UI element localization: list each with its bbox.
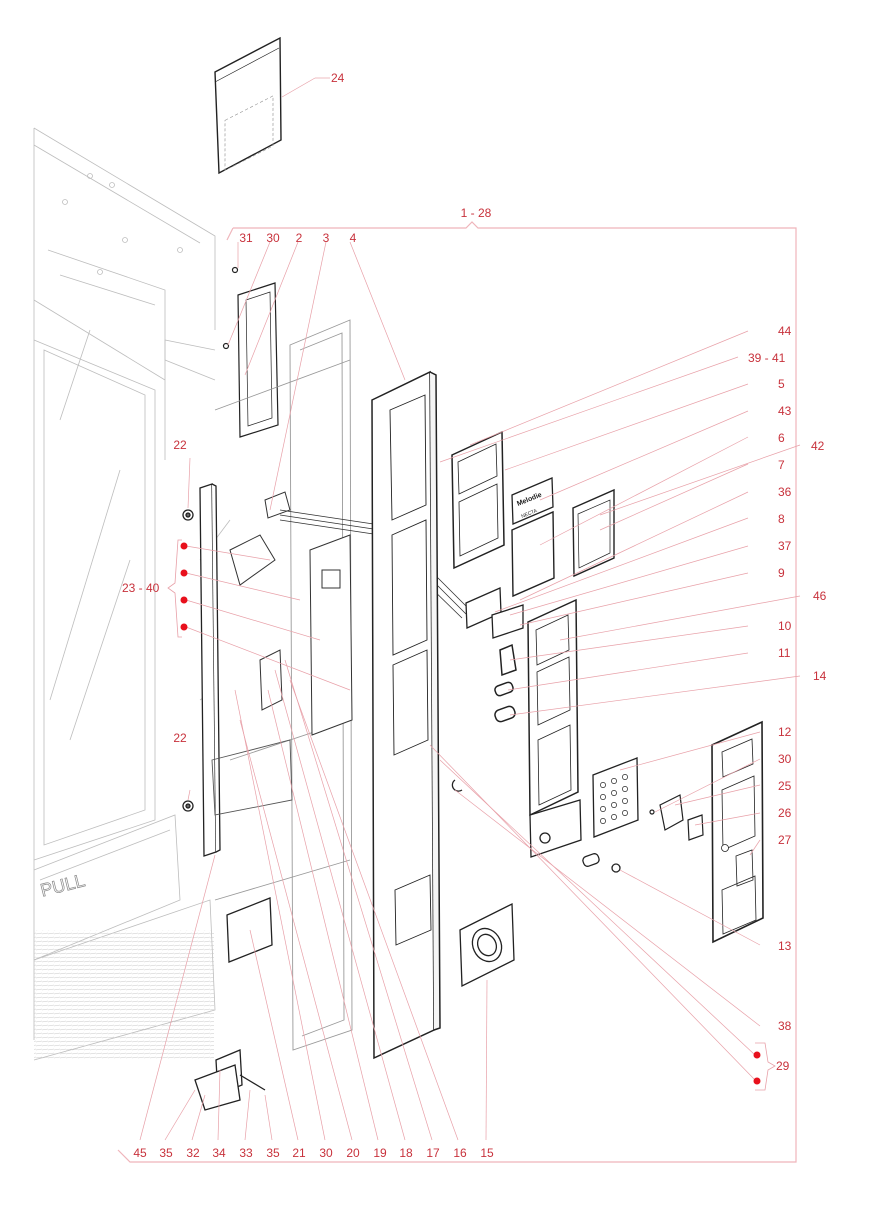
callout-5: 5: [778, 377, 785, 391]
callout-29: 29: [776, 1059, 790, 1073]
callout-30-bottom: 30: [319, 1146, 333, 1160]
callout-22-top: 22: [173, 438, 187, 452]
callout-11: 11: [778, 646, 791, 660]
top-bracket: [222, 266, 279, 438]
machine-cabinet-ghost: [33, 127, 231, 1061]
callout-39-41: 39 - 41: [748, 351, 786, 365]
callout-17: 17: [426, 1146, 440, 1160]
keypad: [592, 757, 639, 838]
callout-33: 33: [239, 1146, 253, 1160]
lock-plate: [451, 779, 621, 873]
display-frame: [451, 430, 505, 570]
callout-14: 14: [813, 669, 827, 683]
pull-text: PULL: [38, 870, 87, 900]
callout-21: 21: [292, 1146, 306, 1160]
callout-38: 38: [778, 1019, 792, 1033]
callout-23-40: 23 - 40: [122, 581, 160, 595]
callout-42: 42: [811, 439, 825, 453]
callout-20: 20: [346, 1146, 360, 1160]
assembly-frame: [117, 221, 797, 1163]
callout-27: 27: [778, 833, 792, 847]
callout-2: 2: [295, 231, 303, 245]
manual-bag: [214, 36, 282, 175]
callout-36: 36: [778, 485, 792, 499]
callout-35a: 35: [159, 1146, 173, 1160]
callout-13: 13: [778, 939, 792, 953]
callout-4: 4: [349, 231, 357, 245]
callout-32: 32: [186, 1146, 200, 1160]
decal-panels: [511, 488, 615, 598]
leader-lines: [139, 77, 801, 1141]
callout-12: 12: [778, 725, 792, 739]
callout-43: 43: [778, 404, 792, 418]
callout-35b: 35: [266, 1146, 280, 1160]
callout-44: 44: [778, 324, 792, 338]
lower-parts: [194, 739, 515, 1111]
reference-dots: [180, 542, 761, 1085]
latch-parts: [649, 794, 704, 841]
coin-panel: [494, 598, 579, 817]
callout-45: 45: [133, 1146, 147, 1160]
front-panel-right: [711, 720, 764, 944]
callout-22-bottom: 22: [173, 731, 187, 745]
callout-34: 34: [212, 1146, 226, 1160]
callout-16: 16: [453, 1146, 467, 1160]
callout-15: 15: [480, 1146, 494, 1160]
callout-26: 26: [778, 806, 792, 820]
callout-30-right: 30: [778, 752, 792, 766]
callout-18: 18: [399, 1146, 413, 1160]
callout-31: 31: [239, 231, 253, 245]
callout-19: 19: [373, 1146, 387, 1160]
callout-25: 25: [778, 779, 792, 793]
callout-30-top: 30: [266, 231, 280, 245]
main-door-column: [371, 370, 441, 1060]
callout-6: 6: [778, 431, 785, 445]
callout-7: 7: [778, 458, 785, 472]
callout-37: 37: [778, 539, 792, 553]
callout-10: 10: [778, 619, 792, 633]
callout-24: 24: [331, 71, 345, 85]
logo-plate: [511, 477, 554, 525]
callout-3: 3: [322, 231, 330, 245]
callout-9: 9: [778, 566, 785, 580]
callout-46: 46: [813, 589, 827, 603]
callout-8: 8: [778, 512, 785, 526]
callout-assembly: 1 - 28: [460, 206, 492, 220]
control-board: [229, 491, 353, 736]
